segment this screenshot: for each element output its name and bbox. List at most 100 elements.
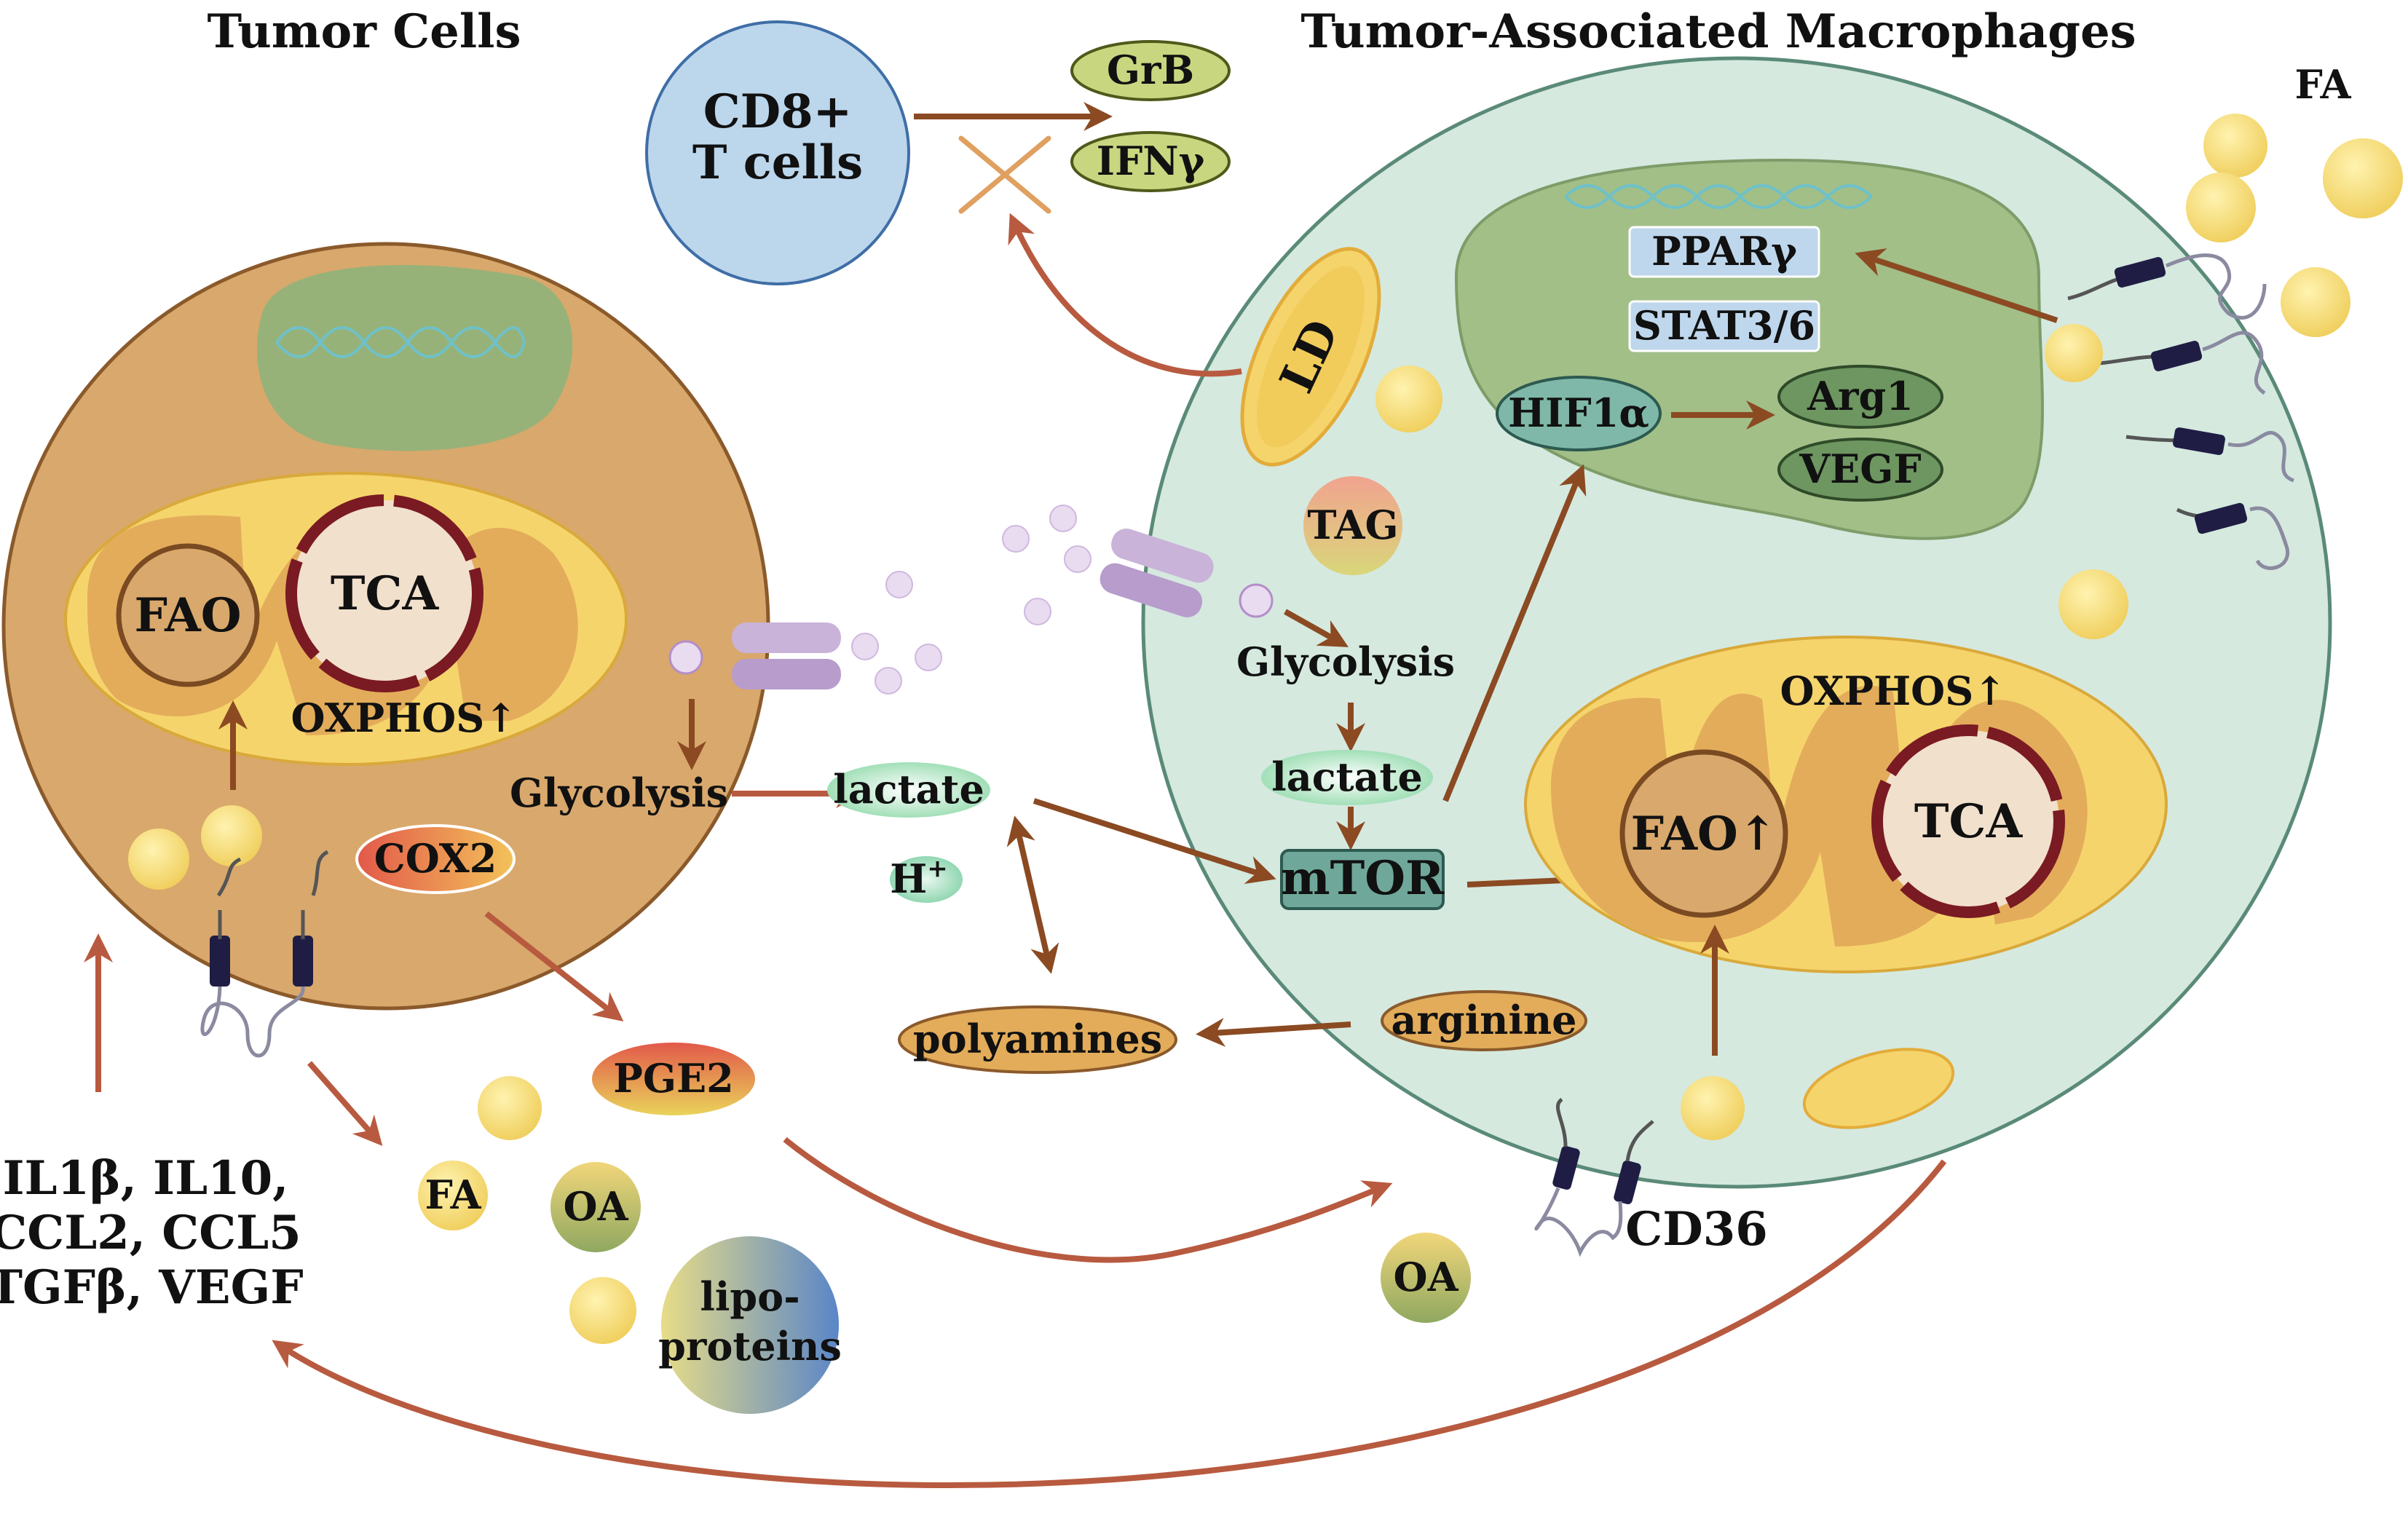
cd8-t-cell: CD8+ T cells (645, 20, 910, 285)
lipo-label-1: lipo- (700, 1273, 800, 1320)
oa-right-label: OA (1394, 1254, 1459, 1300)
cox2-badge: COX2 (355, 824, 516, 894)
mtor-box: mTOR (1280, 849, 1445, 910)
cytokines-line-2: CCL2, CCL5 (0, 1206, 301, 1260)
tam-fao-label: FAO↑ (1631, 807, 1777, 861)
tam-dna-icon (1564, 184, 1873, 209)
ld-to-tcell-arrow (1008, 213, 1242, 377)
tam-glucose-transporter (1100, 529, 1214, 617)
tam-lactate-label: lactate (1271, 754, 1423, 800)
cox2-label: COX2 (374, 835, 497, 882)
fa-ball-r2 (2323, 138, 2403, 218)
fa-ball-r4 (2281, 267, 2350, 337)
tam-right-receptors (2067, 253, 2294, 570)
ifng-badge: IFNγ (1070, 131, 1231, 192)
arg1-label: Arg1 (1807, 373, 1914, 419)
lipoproteins-ball: lipo- proteins (658, 1236, 842, 1414)
vegf-label: VEGF (1799, 446, 1922, 492)
cytokines-line-1: IL1β, IL10, (3, 1151, 289, 1206)
tam-mitochondrion: FAO↑ TCA OXPHOS↑ (1524, 636, 2168, 973)
fa-ball-r5 (2045, 324, 2103, 382)
stat-label: STAT3/6 (1633, 302, 1815, 349)
tam-oxphos-label: OXPHOS↑ (1780, 668, 2007, 714)
arg1-badge: Arg1 (1777, 365, 1943, 429)
polyamines-badge: polyamines (898, 1005, 1177, 1074)
tam-glucose-arrow (1284, 609, 1349, 647)
glucose-dots (851, 505, 1092, 695)
fa-ball-r3 (2186, 173, 2256, 242)
tam-tca-label: TCA (1914, 794, 2024, 849)
fa-ball-r6 (2058, 569, 2128, 639)
grb-label: GrB (1107, 47, 1194, 93)
hif1a-badge: HIF1α (1496, 376, 1662, 451)
fa-ball-labeled: FA (418, 1161, 488, 1230)
stat-box: STAT3/6 (1628, 300, 1820, 352)
lactate-label: lactate (833, 766, 984, 813)
oa-left-label: OA (564, 1183, 629, 1230)
tumor-fa-ball-1 (128, 829, 189, 890)
mtor-label: mTOR (1281, 851, 1445, 906)
fa-ball-r1 (2203, 114, 2267, 178)
tumor-cell: FAO TCA OXPHOS↑ COX2 Glycolysis (1, 242, 770, 1058)
tumor-fao-circle (116, 543, 260, 687)
lactate-to-mtor-arrow (1033, 798, 1276, 885)
pparg-label: PPARγ (1651, 228, 1797, 274)
receptor-to-pparg-arrow (1855, 248, 2058, 323)
pge2-label: PGE2 (613, 1055, 733, 1102)
h-base: H (890, 855, 927, 902)
tag-label: TAG (1307, 502, 1398, 548)
tam-lactate-badge: lactate (1261, 750, 1433, 805)
cd36-label: CD36 (1625, 1202, 1768, 1257)
inhibition-cross (958, 135, 1051, 214)
polyamines-label: polyamines (913, 1016, 1162, 1062)
pge2-to-tam-arrow (783, 1136, 1393, 1263)
h-label: H+ (890, 854, 948, 902)
tam-fa-label: FA (2294, 61, 2351, 108)
vegf-badge: VEGF (1777, 438, 1943, 502)
tumor-dna-icon (275, 326, 526, 358)
fa-ball-mid-1 (478, 1076, 542, 1140)
tumor-glucose-dot (668, 640, 703, 675)
cd8-label: CD8+ (703, 84, 853, 139)
tam-glycolysis-label: Glycolysis (1236, 639, 1455, 685)
tam-fa-ball-ld (1375, 365, 1442, 432)
fa-ball-mid-2 (569, 1277, 636, 1344)
tam-fa-ball-bottom (1681, 1076, 1745, 1140)
tumor-glucose-transporter (732, 622, 841, 689)
receptor-to-fa-arrow (307, 1061, 383, 1147)
arginine-label: arginine (1391, 997, 1576, 1043)
pge2-badge: PGE2 (592, 1043, 755, 1115)
tam-fao-circle (1619, 749, 1788, 918)
tumor-fao-label: FAO (134, 588, 241, 643)
lipid-droplet: LD (1240, 247, 1381, 467)
oa-ball-right: OA (1381, 1233, 1471, 1323)
t-cells-label: T cells (692, 135, 863, 190)
cox2-to-pge2-arrow (484, 911, 624, 1021)
grb-badge: GrB (1070, 40, 1231, 101)
tumor-cells-title: Tumor Cells (208, 4, 521, 59)
fa-label: FA (425, 1171, 481, 1218)
tam-lipid-droplet-small (1802, 1048, 1955, 1129)
h-superscript: + (927, 854, 948, 883)
lactate-badge: lactate (827, 762, 990, 818)
tumor-fa-ball-2 (201, 805, 262, 866)
tam-tca-circle (1871, 724, 2065, 918)
arginine-to-polyamines-arrow (1196, 1018, 1351, 1047)
tam-cd36-receptor (1534, 1097, 1654, 1257)
tumor-tca-label: TCA (331, 566, 440, 621)
cytokines-line-3: TGFβ, VEGF (0, 1260, 304, 1315)
tag-droplet: TAG (1303, 476, 1402, 575)
tumor-glycolysis-label: Glycolysis (510, 770, 728, 816)
h-plus-badge: H+ (890, 854, 963, 903)
lactate-polyamines-arrow (1006, 815, 1059, 974)
ifng-label: IFNγ (1097, 138, 1205, 184)
lipo-label-2: proteins (658, 1323, 842, 1369)
tam-glucose-dot (1239, 583, 1274, 618)
mtor-to-hif-arrow (1442, 464, 1587, 802)
oa-ball-left: OA (550, 1162, 641, 1252)
tumor-tca-circle (285, 494, 483, 692)
tumor-nucleus (256, 265, 573, 451)
tams-title: Tumor-Associated Macrophages (1300, 4, 2136, 59)
arginine-badge: arginine (1381, 990, 1587, 1051)
